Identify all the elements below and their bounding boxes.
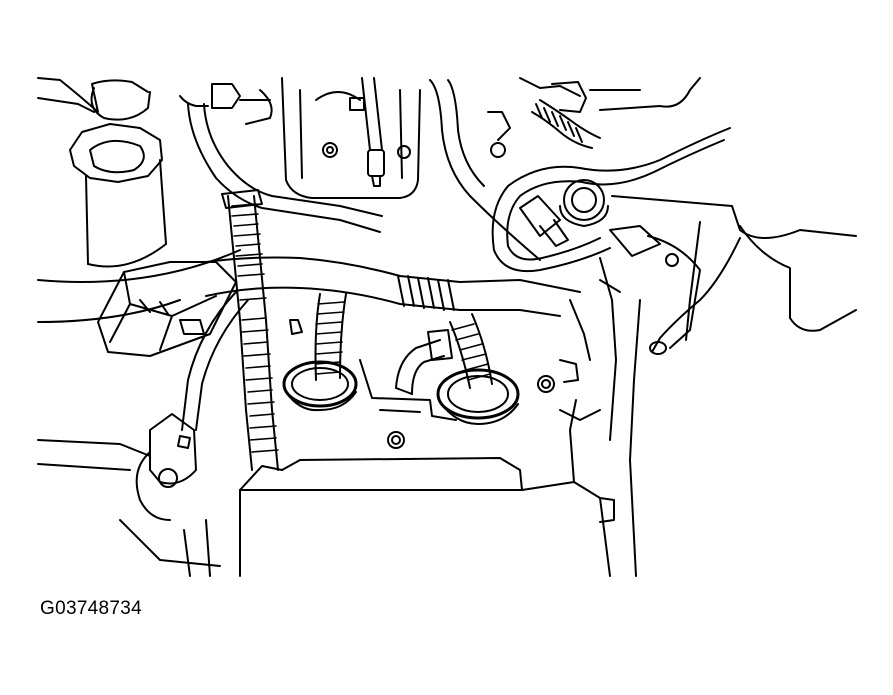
bolt-icon [537, 375, 555, 393]
upper-centre-components [281, 77, 541, 261]
upper-left-components [37, 77, 383, 323]
bolt-icon [387, 431, 405, 449]
right-side-lines [569, 279, 641, 577]
lower-cover [183, 399, 615, 577]
bolt-icon [322, 142, 338, 158]
central-hoses [282, 293, 601, 449]
upper-right-components [491, 77, 857, 441]
wire-lead [651, 237, 741, 353]
grommet [436, 368, 520, 420]
bolt-icon [326, 146, 334, 154]
filler-cap [69, 123, 163, 183]
bolt-icon [665, 253, 679, 267]
left-harness [37, 189, 581, 567]
figure-id-label: G03748734 [40, 598, 143, 619]
grommet [282, 360, 358, 408]
bolt-icon [490, 142, 506, 158]
grommet [563, 179, 605, 221]
electrical-connector [97, 261, 237, 357]
corrugated-hose [531, 111, 593, 149]
bolt-icon [397, 145, 411, 159]
